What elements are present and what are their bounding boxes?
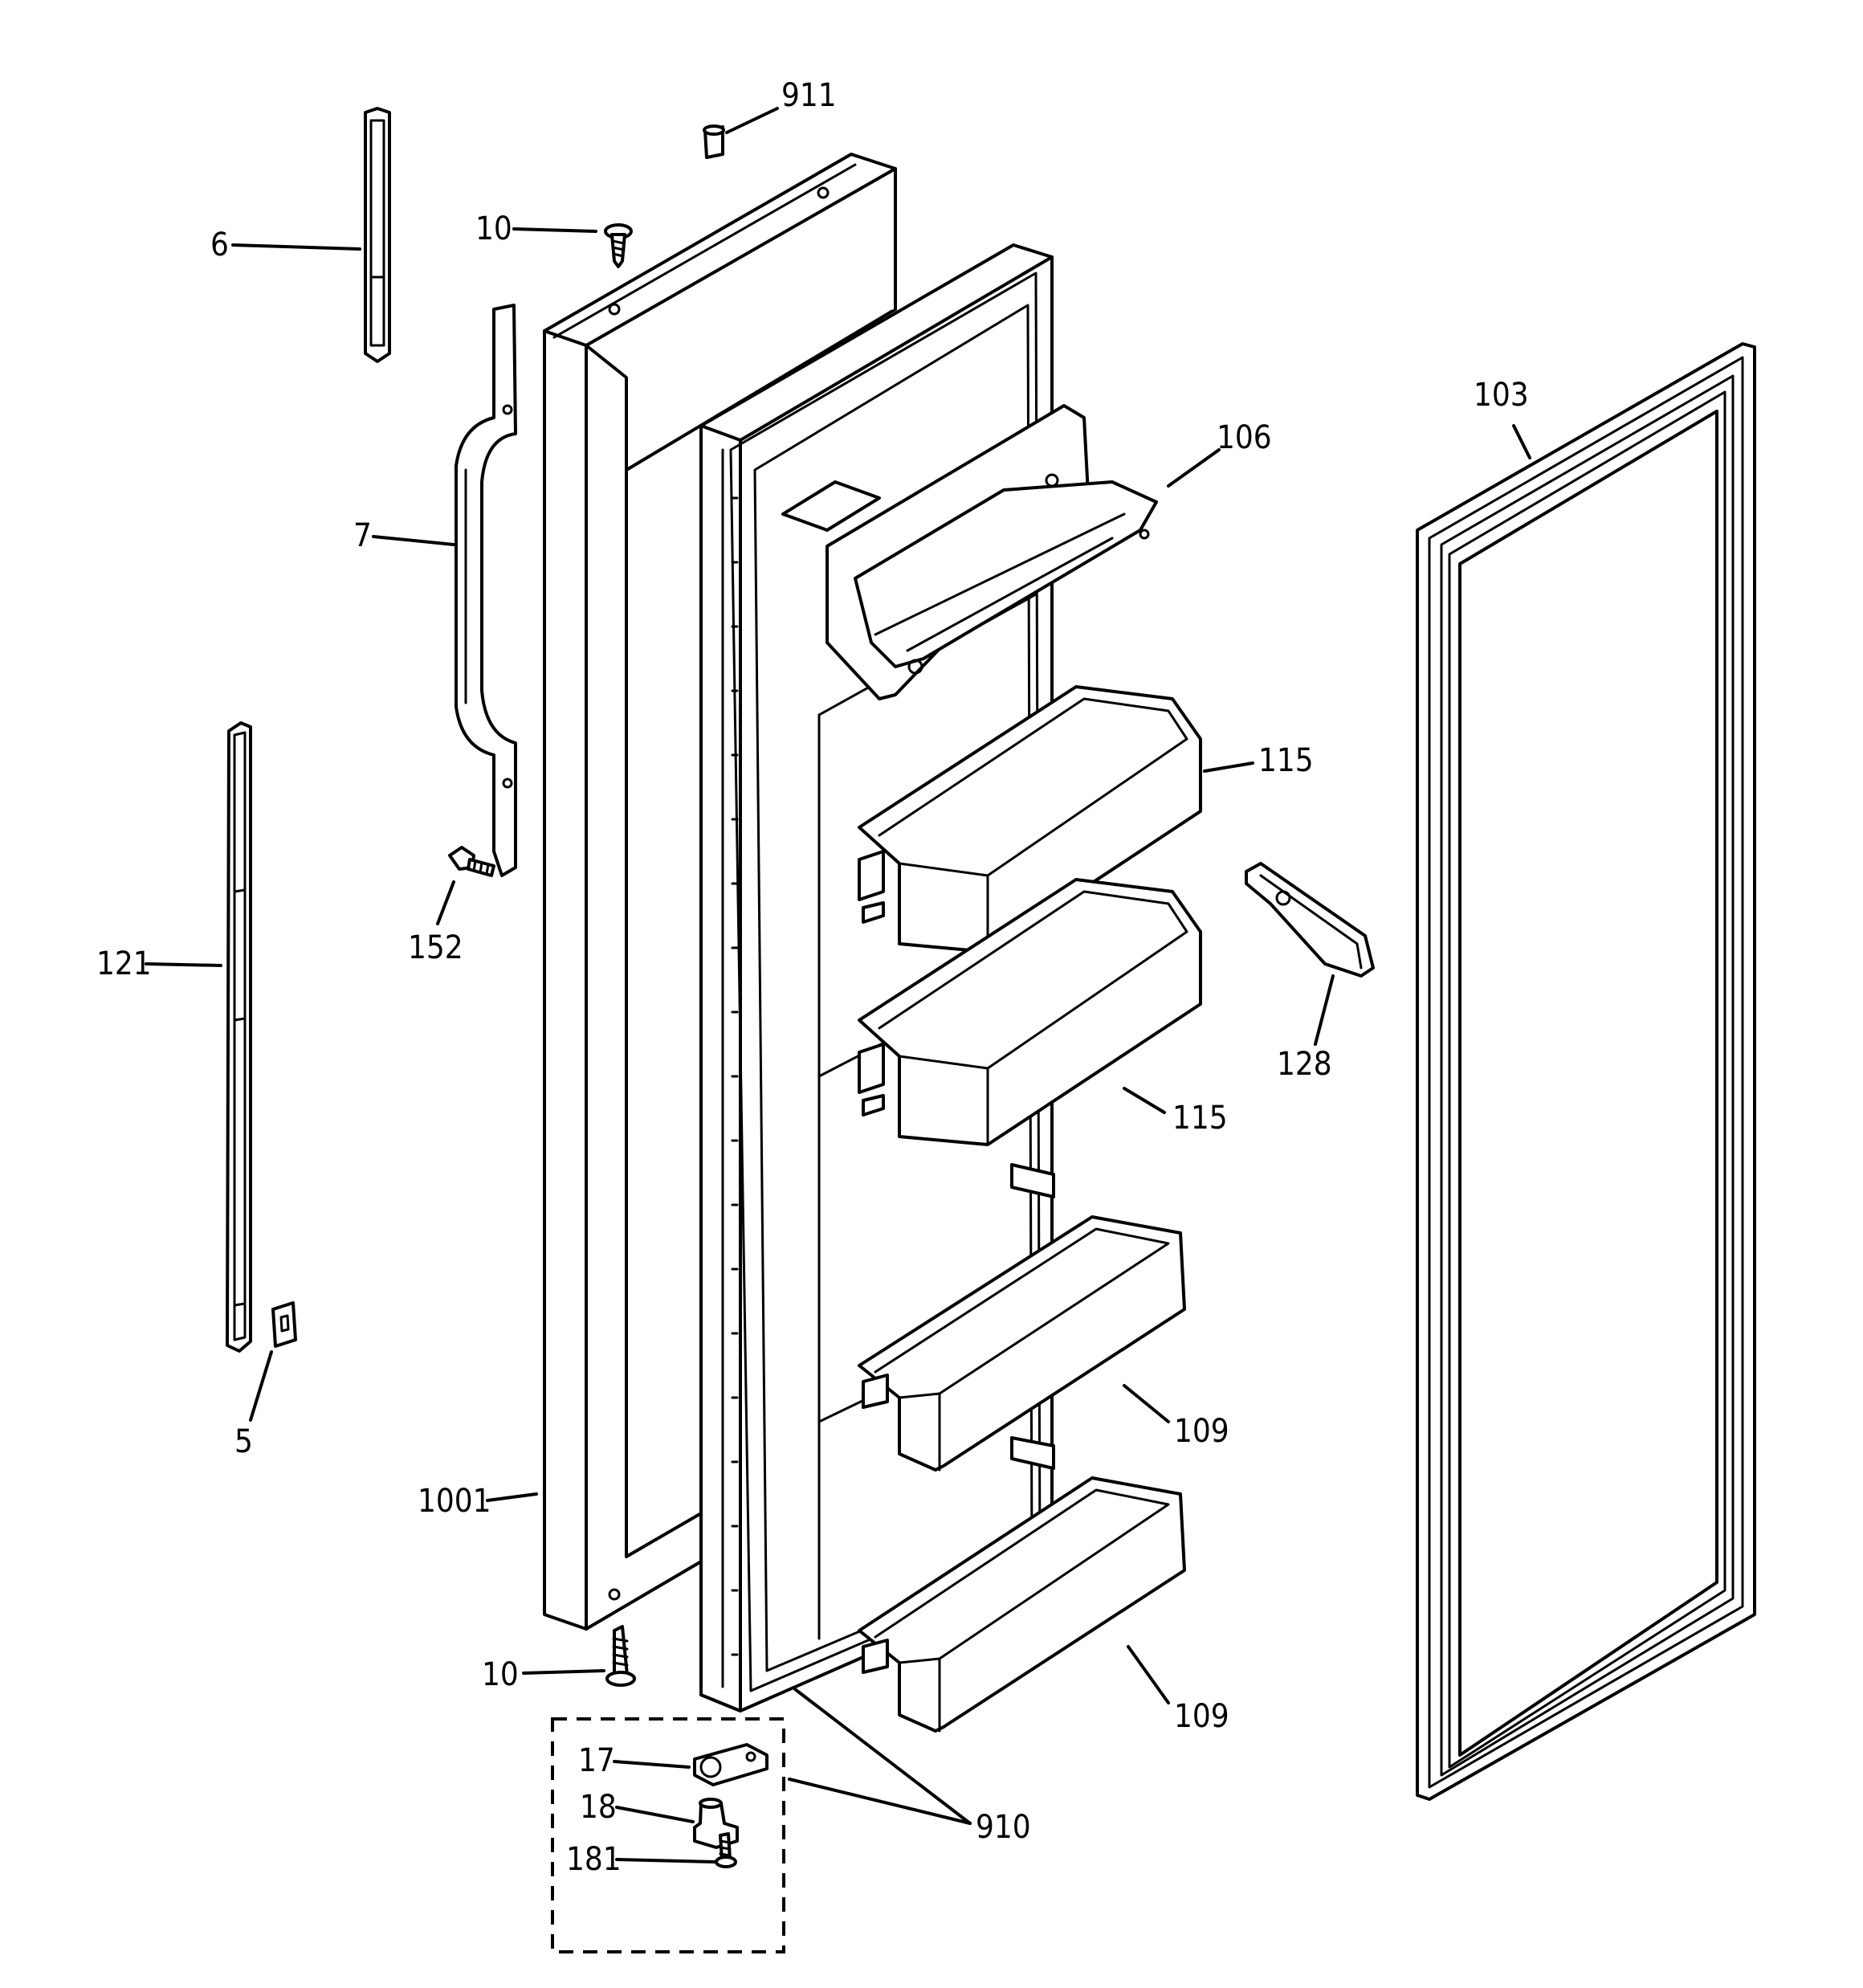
part-17-hinge-plate: [693, 1743, 768, 1786]
part-115-door-bin-lower: [858, 878, 1202, 1146]
part-128-cover: [1245, 862, 1375, 978]
callout-115-lower: 115: [1172, 1100, 1228, 1137]
callout-121: 121: [96, 945, 152, 982]
callout-5: 5: [234, 1423, 253, 1460]
part-10-screw-top: [604, 223, 633, 268]
callout-1001: 1001: [418, 1483, 491, 1520]
callout-152: 152: [408, 929, 463, 966]
part-109-door-shelf-lower: [858, 1476, 1186, 1733]
callout-181: 181: [566, 1841, 622, 1878]
part-7-door-handle: [455, 304, 517, 877]
callout-106: 106: [1217, 419, 1272, 456]
callout-6: 6: [210, 227, 229, 263]
door-gasket-dots: [731, 496, 739, 1656]
part-181-screw: [715, 1832, 737, 1868]
callout-103: 103: [1474, 377, 1529, 414]
hinge-kit-box: [551, 1717, 785, 1953]
callout-109-upper: 109: [1174, 1413, 1229, 1450]
part-18-hinge-pin: [693, 1798, 739, 1849]
callout-115-upper: 115: [1258, 742, 1314, 779]
callout-17: 17: [578, 1742, 615, 1779]
part-1001-outer-door-panel: [543, 153, 897, 1631]
part-911-plug: [703, 125, 725, 159]
callout-911: 911: [781, 77, 837, 114]
part-115-door-bin-upper: [858, 685, 1202, 953]
part-109-door-shelf-upper: [858, 1215, 1186, 1472]
leader-lines: [145, 107, 1531, 1863]
part-10-screw-bottom: [605, 1625, 636, 1687]
callout-labels: 911 10 6 7 152 121 5 1001 10 17 18 181 9…: [96, 77, 1529, 1878]
part-6-handle-trim-top: [364, 107, 391, 363]
part-152-screw: [448, 846, 495, 877]
callout-7: 7: [353, 517, 372, 554]
callout-109-lower: 109: [1174, 1698, 1229, 1735]
part-5-clip: [271, 1301, 297, 1348]
callout-128: 128: [1277, 1046, 1332, 1083]
callout-910: 910: [976, 1809, 1031, 1846]
callout-10-top: 10: [475, 210, 512, 247]
callout-10-bottom: 10: [482, 1656, 519, 1693]
part-121-handle-trim-side: [226, 721, 252, 1353]
part-106-dairy-compartment: [826, 404, 1158, 700]
callout-18: 18: [580, 1789, 617, 1826]
part-103-door-gasket: [1416, 342, 1756, 1801]
